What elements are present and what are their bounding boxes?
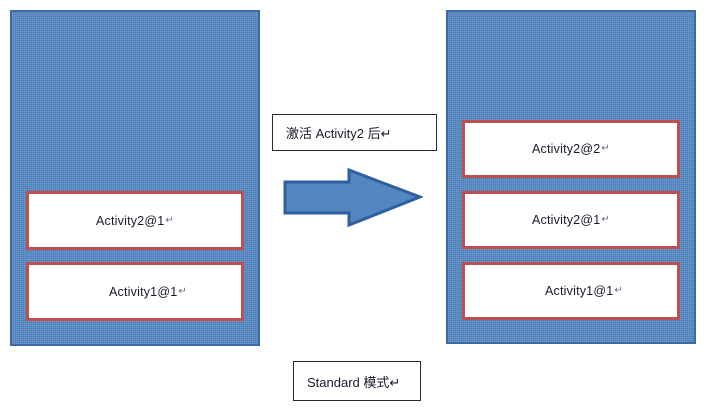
activity-label: Activity2@1↵	[532, 213, 610, 227]
paragraph-mark-icon: ↵	[165, 214, 174, 226]
activity-label: Activity2@2↵	[532, 142, 610, 156]
activity-record-box: Activity2@2↵	[462, 120, 680, 178]
launch-mode-caption-text: Standard 模式↵	[307, 374, 401, 390]
transition-caption-box: 激活 Activity2 后↵	[272, 114, 437, 151]
paragraph-mark-icon: ↵	[601, 214, 610, 225]
transition-caption-text: 激活 Activity2 后↵	[286, 126, 392, 141]
activity-record-box: Activity2@1↵	[462, 191, 680, 249]
activity-label: Activity1@1↵	[545, 284, 623, 298]
activity-label: Activity1@1↵	[109, 284, 187, 299]
activity-record-box: Activity1@1↵	[26, 262, 244, 321]
launch-mode-caption-box: Standard 模式↵	[293, 361, 421, 401]
paragraph-mark-icon: ↵	[614, 285, 623, 296]
activity-label: Activity2@1↵	[96, 213, 174, 228]
paragraph-mark-icon: ↵	[178, 285, 187, 297]
activity-record-box: Activity1@1↵	[462, 262, 680, 320]
activity-record-box: Activity2@1↵	[26, 191, 244, 250]
paragraph-mark-icon: ↵	[601, 143, 610, 154]
right-arrow-icon	[283, 167, 425, 228]
